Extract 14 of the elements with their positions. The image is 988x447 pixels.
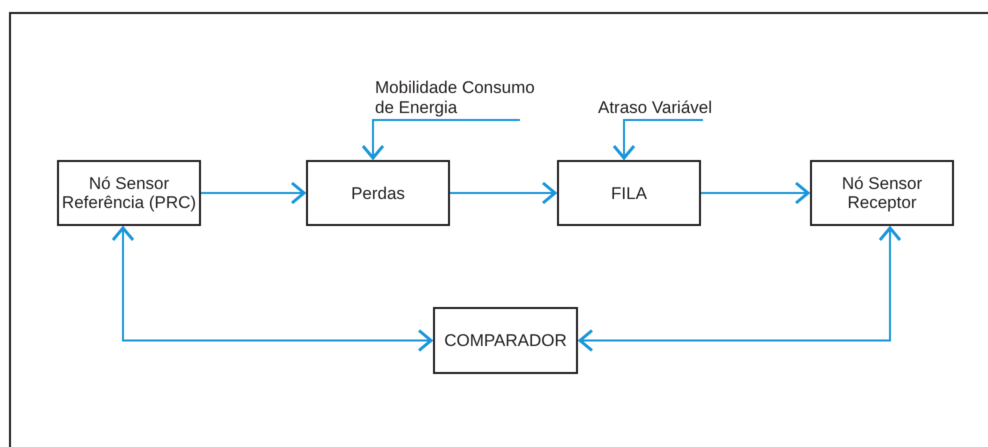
arrow	[612, 119, 703, 160]
process-box: Nó Sensor Referência (PRC)	[57, 160, 201, 226]
input-label: Atraso Variável	[598, 98, 738, 120]
arrow	[578, 226, 902, 352]
arrow	[701, 182, 810, 204]
arrow	[362, 119, 520, 160]
arrow	[112, 226, 432, 352]
arrow	[201, 182, 306, 204]
process-box: Perdas	[306, 160, 450, 226]
process-box: Nó Sensor Receptor	[810, 160, 954, 226]
input-label: Mobilidade Consumo de Energia	[375, 78, 555, 120]
arrow	[450, 182, 556, 204]
process-box: FILA	[557, 160, 701, 226]
process-box: COMPARADOR	[433, 307, 578, 374]
